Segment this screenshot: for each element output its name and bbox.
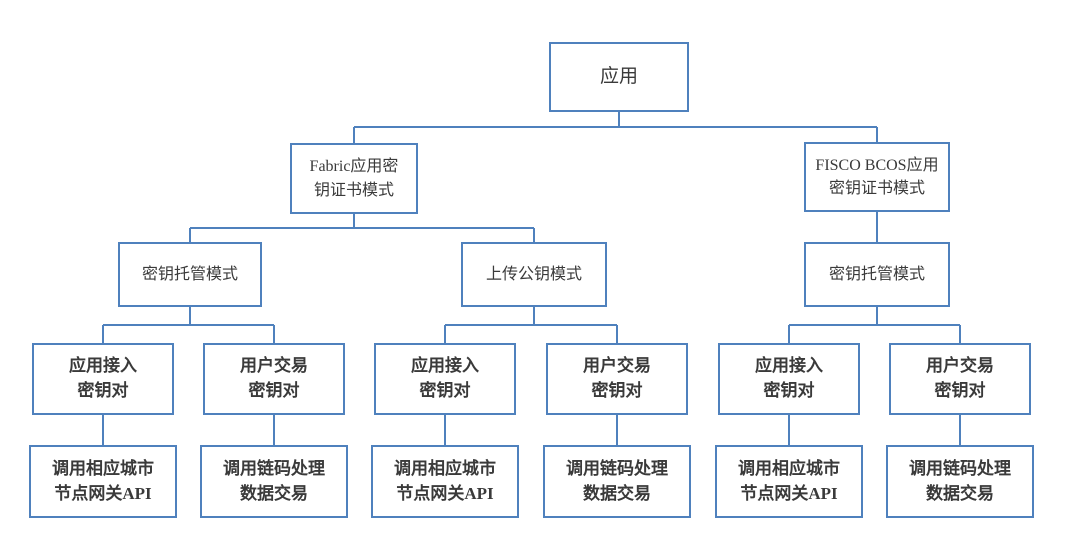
node-fisco-bcos-key-cert-mode: FISCO BCOS应用 密钥证书模式 xyxy=(804,142,950,212)
node-user-transaction-keypair-1: 用户交易 密钥对 xyxy=(203,343,345,415)
node-app-access-keypair-1: 应用接入 密钥对 xyxy=(32,343,174,415)
node-upload-public-key-mode: 上传公钥模式 xyxy=(461,242,607,307)
node-call-city-node-gateway-api-3: 调用相应城市 节点网关API xyxy=(715,445,863,518)
node-user-transaction-keypair-2: 用户交易 密钥对 xyxy=(546,343,688,415)
node-key-escrow-mode-fabric: 密钥托管模式 xyxy=(118,242,262,307)
node-app-access-keypair-3: 应用接入 密钥对 xyxy=(718,343,860,415)
node-key-escrow-mode-fisco: 密钥托管模式 xyxy=(804,242,950,307)
node-application: 应用 xyxy=(549,42,689,112)
node-app-access-keypair-2: 应用接入 密钥对 xyxy=(374,343,516,415)
node-call-chaincode-data-transaction-1: 调用链码处理 数据交易 xyxy=(200,445,348,518)
node-user-transaction-keypair-3: 用户交易 密钥对 xyxy=(889,343,1031,415)
node-call-chaincode-data-transaction-2: 调用链码处理 数据交易 xyxy=(543,445,691,518)
node-fabric-key-cert-mode: Fabric应用密 钥证书模式 xyxy=(290,143,418,214)
node-call-city-node-gateway-api-2: 调用相应城市 节点网关API xyxy=(371,445,519,518)
node-call-city-node-gateway-api-1: 调用相应城市 节点网关API xyxy=(29,445,177,518)
node-call-chaincode-data-transaction-3: 调用链码处理 数据交易 xyxy=(886,445,1034,518)
